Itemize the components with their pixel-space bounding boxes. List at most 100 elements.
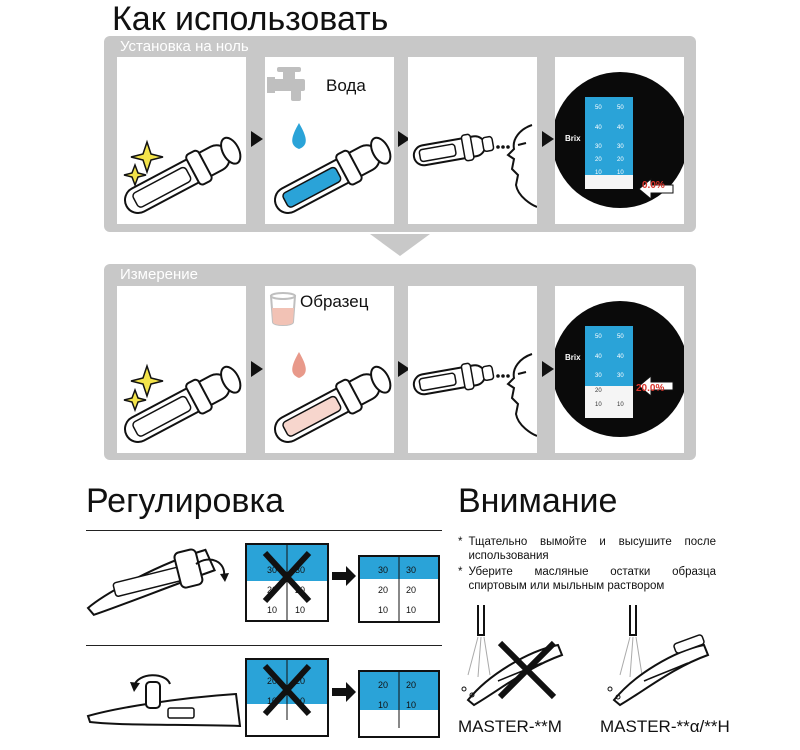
dotted-line-icon [496,374,510,378]
note-text: Тщательно вымойте и высушите после испол… [468,536,716,562]
sparkle-icon [123,162,147,188]
svg-text:40: 40 [617,354,624,360]
svg-text:10: 10 [595,170,602,176]
sample-label: Образец [300,292,369,311]
refractometer-clean-illustration [123,363,242,444]
svg-text:30: 30 [295,565,305,575]
tick-label: 30 [378,565,388,575]
svg-text:20: 20 [295,676,305,686]
note-item: * Тщательно вымойте и высушите после исп… [458,535,716,563]
note-item: * Уберите масляные остатки образца спирт… [458,565,716,593]
scale-view-zero: 50 50 40 40 30 30 20 20 10 10 Brix [555,72,684,208]
svg-text:10: 10 [595,402,602,408]
measure-step-sample-panel [265,286,394,453]
eye-view-illustration [412,353,537,437]
scale-before-row1: 30 20 10 30 20 10 [245,543,329,622]
down-arrow-icon [370,234,430,256]
svg-text:10: 10 [267,696,277,706]
svg-text:30: 30 [406,565,416,575]
scale-view-measurement: 50 50 40 40 30 30 20 10 10 Brix [555,301,684,437]
water-drop-icon [292,123,306,149]
svg-text:40: 40 [595,354,602,360]
tick-label: 10 [378,605,388,615]
svg-text:10: 10 [267,605,277,615]
attention-title: Внимание [458,482,618,520]
adjust-knob-illustration [86,668,246,738]
svg-text:40: 40 [595,125,602,131]
step-arrow-icon [542,131,554,147]
refractometer-clean-illustration [123,136,242,215]
scale-after-row2: 20 10 20 10 [358,670,440,738]
svg-text:30: 30 [617,373,624,379]
measure-step-clean-panel [117,286,246,453]
zero-reading-value: 0.0% [642,180,665,191]
zero-setting-label: Установка на ноль [120,38,249,55]
zero-step-clean-panel [117,57,246,224]
measurement-reading-value: 20.0% [636,383,665,394]
washing-allowed-illustration [600,605,720,710]
svg-text:20: 20 [617,157,624,163]
svg-text:20: 20 [595,157,602,163]
zero-step-scale-panel: 50 50 40 40 30 30 20 20 10 10 Brix [555,57,684,224]
adjustment-title: Регулировка [86,482,284,520]
svg-text:50: 50 [595,105,602,111]
svg-text:20: 20 [267,676,277,686]
measure-step-scale-panel: 50 50 40 40 30 30 20 10 10 Brix [555,286,684,453]
faucet-water-illustration [267,67,392,215]
measurement-label: Измерение [120,266,199,283]
face-profile-icon [506,353,537,437]
attention-notes: * Тщательно вымойте и высушите после исп… [458,535,716,593]
tap-icon [477,605,485,636]
dotted-line-icon [496,145,510,149]
step-arrow-icon [251,131,263,147]
svg-text:30: 30 [595,373,602,379]
svg-text:30: 30 [595,144,602,150]
svg-text:50: 50 [617,105,624,111]
rotate-arrow-icon [195,558,226,577]
svg-text:10: 10 [295,605,305,615]
bullet: * [458,566,463,578]
water-label: Вода [326,76,366,95]
result-arrow-icon [332,572,346,580]
washing-not-allowed-illustration [458,605,568,710]
sparkle-icon [130,363,164,399]
step-arrow-icon [251,361,263,377]
svg-text:10: 10 [617,402,624,408]
svg-text:10: 10 [617,170,624,176]
svg-text:40: 40 [617,125,624,131]
faucet-icon [267,67,305,101]
bullet: * [458,536,463,548]
tick-label: 10 [378,700,388,710]
svg-text:Brix: Brix [565,134,581,143]
sparkle-icon [123,387,147,413]
measure-step-view-panel [408,286,537,453]
svg-text:30: 30 [267,565,277,575]
svg-text:20: 20 [595,388,602,394]
note-text: Уберите масляные остатки образца спиртов… [468,566,716,592]
scale-after-row1: 30 20 10 30 20 10 [358,555,440,623]
page-title: Как использовать [112,0,389,38]
scale-before-row2: 20 10 20 10 [245,658,329,737]
divider [86,645,442,646]
divider [86,530,442,531]
tick-label: 20 [378,585,388,595]
zero-step-water-panel [265,57,394,224]
sample-illustration [269,292,392,444]
step-arrow-icon [398,361,410,377]
tap-icon [629,605,637,636]
svg-text:20: 20 [406,585,416,595]
step-arrow-icon [542,361,554,377]
eye-view-illustration [412,124,537,208]
svg-text:50: 50 [595,334,602,340]
sample-drop-icon [292,352,306,378]
svg-text:50: 50 [617,334,624,340]
step-arrow-icon [398,131,410,147]
zero-step-view-panel [408,57,537,224]
model-caption-left: MASTER-**M [458,717,562,736]
face-profile-icon [506,124,537,208]
svg-text:Brix: Brix [565,353,581,362]
svg-text:20: 20 [406,680,416,690]
tick-label: 20 [378,680,388,690]
svg-text:30: 30 [617,144,624,150]
svg-text:10: 10 [406,605,416,615]
